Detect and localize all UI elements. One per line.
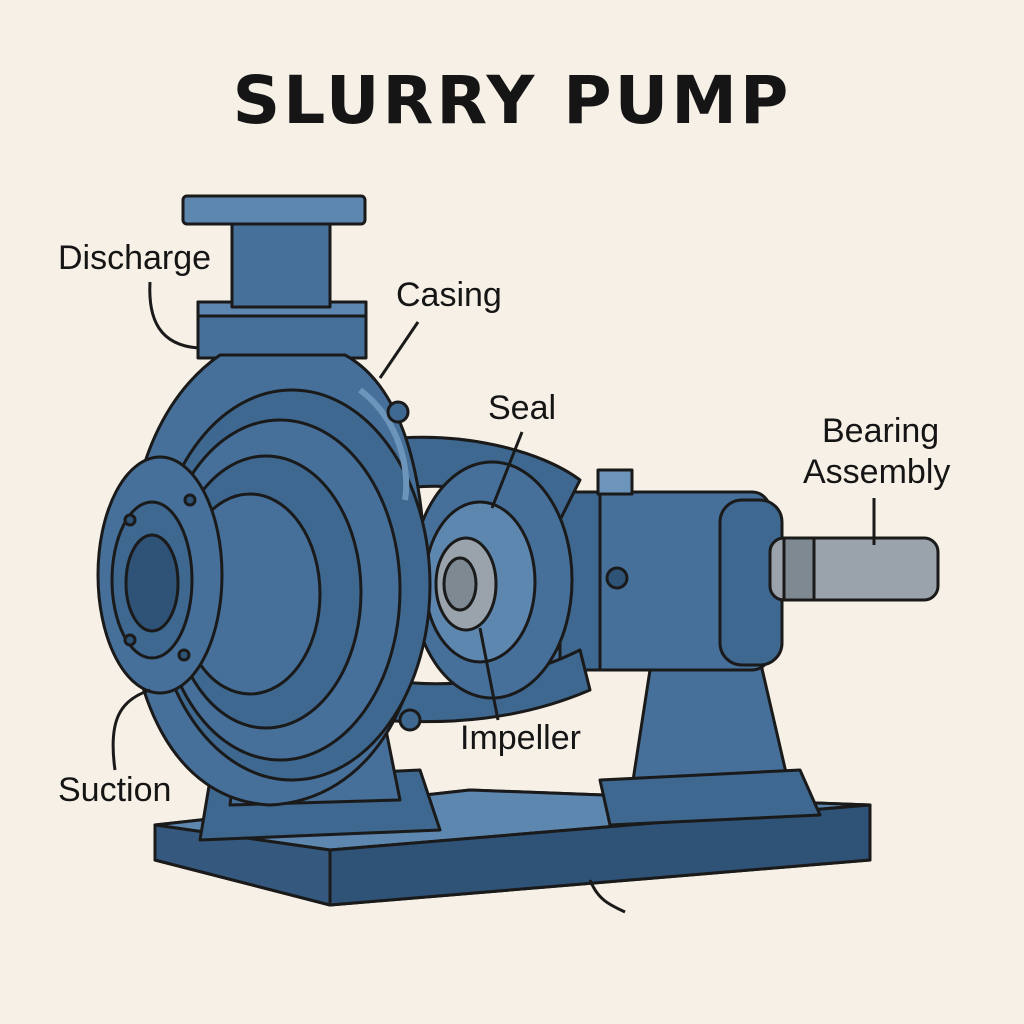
label-bearing-line1: Bearing — [822, 412, 940, 450]
label-suction: Suction — [58, 771, 172, 809]
leader-lines — [111, 281, 876, 914]
label-discharge: Discharge — [58, 239, 212, 277]
label-seal: Seal — [488, 389, 557, 427]
label-bearing-line2: Assembly — [803, 453, 951, 491]
volute-casing — [126, 353, 432, 807]
label-impeller: Impeller — [460, 719, 581, 757]
diagram-title: SLURRY PUMP — [232, 62, 792, 139]
suction-flange — [96, 455, 224, 695]
bearing-pedestal — [598, 658, 822, 827]
discharge-nozzle — [181, 194, 368, 360]
seal-housing — [410, 460, 574, 700]
label-casing: Casing — [396, 276, 502, 314]
